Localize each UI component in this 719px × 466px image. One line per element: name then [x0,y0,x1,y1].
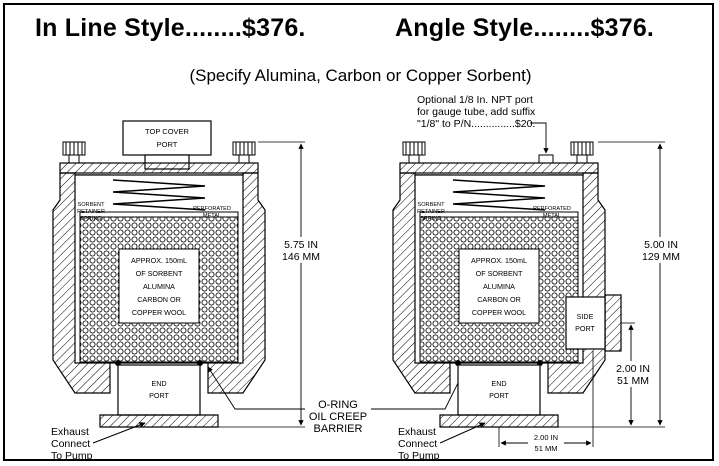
inline-fill-line3: ALUMINA [143,282,175,291]
inline-end-port-line2: PORT [149,391,169,400]
inline-style-title: In Line Style........$376. [35,14,306,42]
angle-height-dimension: 5.00 IN 129 MM [558,141,685,428]
inline-end-port-tube [117,364,201,416]
inline-trap: TOP COVER PORT [51,120,325,461]
inline-exhaust-leader [92,422,146,444]
inline-retainer-spring [112,179,206,211]
oring-line3: BARRIER [314,423,363,435]
inline-top-port-line2: PORT [157,140,178,149]
angle-fill-line4: CARBON OR [477,295,521,304]
angle-spring-line1: SORBENT [417,202,445,208]
inline-fill-line4: CARBON OR [137,295,181,304]
angle-retainer-spring [452,179,546,211]
angle-clamp-knobs [402,141,594,164]
inline-height-mm: 146 MM [282,251,320,263]
angle-spring-line2: RETAINER [417,209,445,215]
angle-note-leader [530,122,549,154]
oring-line2: OIL CREEP [309,411,367,423]
inline-spring-line3: SPRING [80,216,101,222]
angle-gauge-port [538,154,554,164]
inline-fill-label-box [118,248,200,324]
diagram-frame: In Line Style........$376. Angle Style..… [3,3,714,461]
inline-fill-line1: APPROX. 150mL [131,256,187,265]
angle-metal-line2: METAL [543,213,561,219]
oring-callout: O-RING OIL CREEP BARRIER [207,366,467,435]
inline-fill-line2: OF SORBENT [136,269,183,278]
angle-fill-line3: ALUMINA [483,282,515,291]
angle-side-width-dimension: 2.00 IN 51 MM [498,351,594,453]
angle-trap: Optional 1/8 In. NPT port for gauge tube… [392,94,685,461]
angle-side-height-dimension: 2.00 IN 51 MM [611,322,655,426]
angle-exhaust-line3: To Pump [398,450,440,461]
inline-metal-line2: METAL [203,213,221,219]
inline-exhaust-flange [99,414,219,428]
angle-note-line3: "1/8" to P/N...............$20. [417,118,535,130]
angle-fill-label-box [458,248,540,324]
angle-side-w-in: 2.00 IN [534,433,558,442]
angle-fill-line1: APPROX. 150mL [471,256,527,265]
inline-height-dimension: 5.75 IN 146 MM [218,141,325,428]
inline-height-in: 5.75 IN [284,239,318,251]
angle-side-h-in: 2.00 IN [616,363,650,375]
inline-exhaust-line1: Exhaust [51,426,89,438]
inline-cover-plate [59,162,259,174]
angle-fill-line5: COPPER WOOL [472,308,526,317]
inline-clamp-knobs [62,141,256,164]
inline-top-port-line1: TOP COVER [145,127,189,136]
angle-side-port-line2: PORT [575,324,595,333]
angle-cover-plate [399,162,599,174]
angle-side-w-mm: 51 MM [535,444,558,453]
angle-height-in: 5.00 IN [644,239,678,251]
angle-note-line2: for gauge tube, add suffix [417,106,536,118]
angle-metal-line1: PERFORATED [533,206,571,212]
inline-end-port-line1: END [151,379,166,388]
inline-exhaust-line3: To Pump [51,450,93,461]
angle-spring-line3: SPRING [420,216,441,222]
inline-exhaust-line2: Connect [51,438,90,450]
oring-line1: O-RING [318,399,358,411]
inline-fill-line5: COPPER WOOL [132,308,186,317]
angle-side-h-mm: 51 MM [617,375,649,387]
angle-exhaust-line2: Connect [398,438,437,450]
angle-fill-line2: OF SORBENT [476,269,523,278]
angle-height-mm: 129 MM [642,251,680,263]
angle-end-port-tube [457,364,541,416]
inline-metal-line1: PERFORATED [193,206,231,212]
angle-side-port-line1: SIDE [577,312,594,321]
angle-style-title: Angle Style........$376. [395,14,655,42]
angle-exhaust-line1: Exhaust [398,426,436,438]
angle-end-port-line1: END [491,379,506,388]
angle-exhaust-flange [439,414,559,428]
angle-note-line1: Optional 1/8 In. NPT port [417,94,533,106]
inline-spring-line1: SORBENT [77,202,105,208]
trap-drawings: TOP COVER PORT [51,94,685,461]
angle-end-port-line2: PORT [489,391,509,400]
sorbent-spec-subtitle: (Specify Alumina, Carbon or Copper Sorbe… [189,66,532,85]
inline-top-cover-port: TOP COVER PORT [122,120,212,170]
angle-exhaust-leader [439,422,486,444]
inline-spring-line2: RETAINER [77,209,105,215]
angle-side-port: SIDE PORT [565,294,622,352]
